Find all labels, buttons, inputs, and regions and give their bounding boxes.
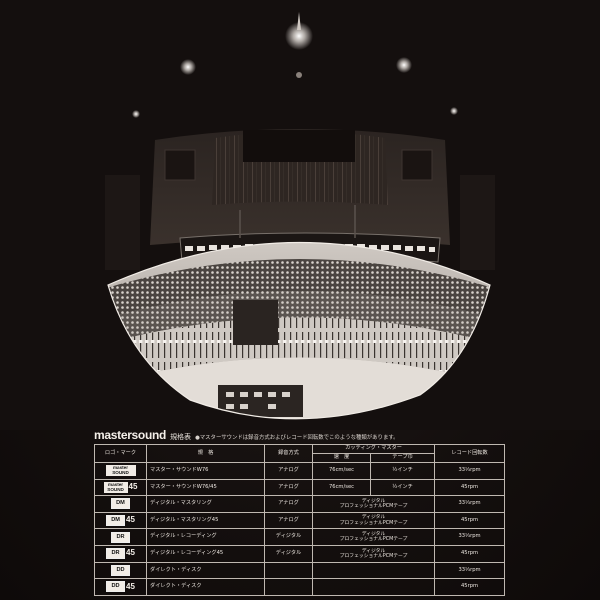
method-cell (264, 561, 313, 580)
spec-cell: ダイレクト・ディスク (146, 561, 265, 580)
header-method: 録音方式 (264, 444, 313, 463)
tape-width-cell: ½インチ (369, 478, 436, 497)
spec-section: mastersound 規格表 ●マスターサウンドは録音方式およびレコード回転数… (94, 428, 506, 596)
logo-45: 45 (126, 515, 135, 525)
cutting-master-cell (311, 561, 436, 580)
table-row: DR ディジタル・レコーディング ディジタル ディジタルプロフェッショナルPCM… (94, 528, 506, 546)
header-cutting-speed: 速 度 (312, 453, 371, 463)
dr-mark: DR (106, 548, 126, 560)
spec-cell: ディジタル・レコーディング45 (146, 544, 265, 563)
method-cell: ディジタル (264, 544, 313, 563)
spec-note: ●マスターサウンドは録音方式およびレコード回転数でこのような種類があります。 (195, 435, 399, 441)
cutting-master-cell (311, 578, 436, 596)
rpm-cell: 45rpm (434, 511, 506, 530)
method-cell: アナログ (264, 478, 313, 497)
studio-console-photo (105, 12, 495, 420)
method-cell: ディジタル (264, 528, 313, 546)
dd-mark: DD (106, 581, 126, 593)
rpm-cell: 45rpm (434, 478, 506, 497)
control-room-wall (105, 129, 495, 270)
dr-mark: DR (111, 531, 130, 543)
method-cell: アナログ (264, 495, 313, 513)
ceiling-lights (132, 12, 458, 118)
cutting-master-cell: ディジタルプロフェッショナルPCMテープ (311, 495, 436, 513)
logo-45: 45 (126, 548, 135, 558)
header-cutting: カッティング・マスター (311, 444, 436, 454)
spec-cell: ディジタル・マスタリング (146, 495, 265, 513)
spec-cell: ディジタル・マスタリング45 (146, 511, 265, 530)
method-cell (264, 578, 313, 596)
rpm-cell: 33⅓rpm (434, 561, 506, 580)
header-spec: 規 格 (146, 444, 265, 463)
spec-table: ロゴ・マーク 規 格 録音方式 カッティング・マスター レコード回転数 速 度 … (94, 444, 506, 596)
dm-mark: DM (106, 515, 126, 527)
spec-cell: ダイレクト・ディスク (146, 578, 265, 596)
method-cell: アナログ (264, 462, 313, 480)
cutting-speed-cell: 76cm/sec (312, 462, 371, 480)
table-subheader-row: 速 度 テープ巾 (95, 453, 505, 463)
dm-mark: DM (111, 498, 130, 510)
spec-title: 規格表 (170, 433, 192, 441)
logo-cell: DR (94, 528, 147, 546)
logo-45: 45 (128, 481, 138, 491)
rpm-cell: 33⅓rpm (434, 495, 506, 513)
spec-cell: マスター・サウンドW76/45 (146, 478, 265, 497)
mastersound-logo: mastersound (94, 428, 167, 442)
spec-header: mastersound 規格表 ●マスターサウンドは録音方式およびレコード回転数… (94, 428, 504, 444)
cutting-speed-cell: 76cm/sec (312, 478, 371, 497)
table-row: DD ダイレクト・ディスク 33⅓rpm (94, 561, 506, 580)
spec-cell: ディジタル・レコーディング (146, 528, 265, 546)
rpm-cell: 33⅓rpm (434, 528, 506, 546)
cutting-master-cell: ディジタルプロフェッショナルPCMテープ (311, 544, 436, 563)
logo-45: 45 (126, 581, 135, 591)
header-logo: ロゴ・マーク (94, 444, 147, 463)
dd-mark: DD (111, 564, 130, 576)
rpm-cell: 45rpm (434, 578, 506, 596)
tape-width-cell: ½インチ (369, 462, 436, 480)
table-row: DM ディジタル・マスタリング アナログ ディジタルプロフェッショナルPCMテー… (94, 495, 506, 513)
cutting-master-cell: ディジタルプロフェッショナルPCMテープ (311, 528, 436, 546)
header-speed: レコード回転数 (434, 444, 506, 463)
header-tape-width: テープ巾 (369, 453, 436, 463)
cutting-master-cell: ディジタルプロフェッショナルPCMテープ (311, 511, 436, 530)
logo-cell: DD (94, 561, 147, 580)
rpm-cell: 33⅓rpm (434, 462, 506, 480)
rpm-cell: 45rpm (434, 544, 506, 563)
logo-cell: DM (94, 495, 147, 513)
spec-cell: マスター・サウンドW76 (146, 462, 265, 480)
method-cell: アナログ (264, 511, 313, 530)
table-header-row: ロゴ・マーク 規 格 録音方式 カッティング・マスター レコード回転数 (94, 444, 506, 463)
